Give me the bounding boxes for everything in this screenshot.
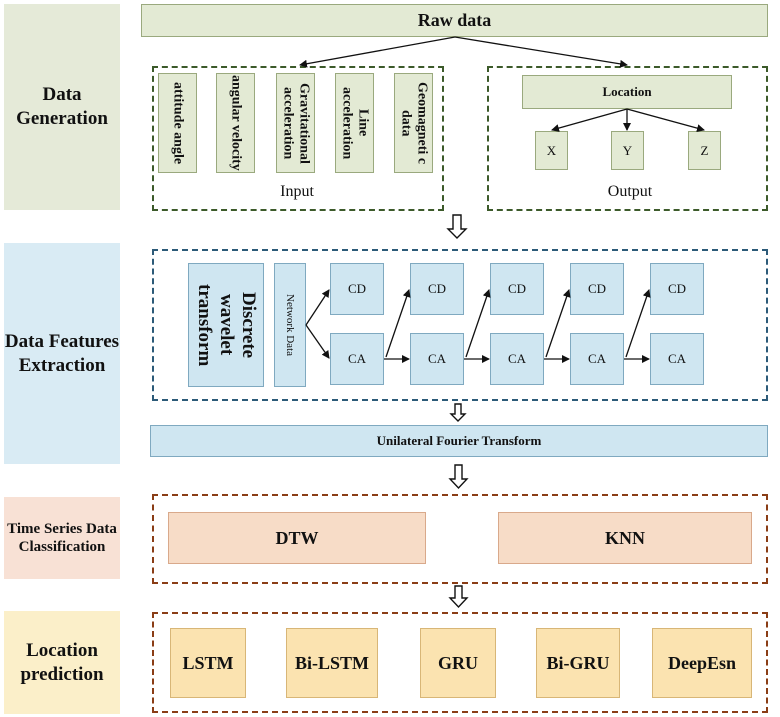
arrow-location-to-x <box>551 108 628 132</box>
bi-lstm-box: Bi-LSTM <box>286 628 378 698</box>
output-z-box: Z <box>688 131 721 170</box>
arrow-raw-to-input <box>299 36 456 68</box>
input-caption: Input <box>280 183 314 200</box>
arrow-ca3-to-cd4 <box>545 289 571 358</box>
fourier-label: Unilateral Fourier Transform <box>376 433 542 448</box>
output-x-box: X <box>535 131 568 170</box>
ca-label: CA <box>507 351 527 366</box>
model-label: Bi-LSTM <box>294 652 369 673</box>
knn-box: KNN <box>498 512 752 564</box>
down-arrow-3 <box>448 464 469 490</box>
input-item-label: Geomagneti c data <box>398 81 430 165</box>
input-item-label: Line acceleration <box>339 86 371 160</box>
output-axis-label: Y <box>622 142 633 158</box>
ca-label: CA <box>427 351 447 366</box>
network-data-label: Network Data <box>284 293 296 356</box>
dwt-box: Discrete wavelet transform <box>188 263 264 387</box>
down-arrow-2 <box>449 403 467 422</box>
ca-label: CA <box>587 351 607 366</box>
input-item-geomagnetic-data: Geomagneti c data <box>394 73 433 173</box>
classification-group <box>152 494 768 584</box>
network-data-box: Network Data <box>274 263 306 387</box>
stage-data-features-extraction: Data Features Extraction <box>4 243 120 464</box>
model-label: LSTM <box>182 652 234 673</box>
deepesn-box: DeepEsn <box>652 628 752 698</box>
stage-label: Location prediction <box>20 639 104 685</box>
feature-extraction-group <box>152 249 768 401</box>
fourier-transform-box: Unilateral Fourier Transform <box>150 425 768 457</box>
cd-box-4: CD <box>570 263 624 315</box>
input-item-label: Gravitational acceleration <box>280 82 312 164</box>
output-axis-label: X <box>546 142 557 158</box>
gru-box: GRU <box>420 628 496 698</box>
cd-box-5: CD <box>650 263 704 315</box>
lstm-box: LSTM <box>170 628 246 698</box>
output-y-box: Y <box>611 131 644 170</box>
ca-label: CA <box>667 351 687 366</box>
arrow-raw-to-output <box>454 36 628 68</box>
stage-label: Data Features Extraction <box>4 330 120 376</box>
raw-data-label: Raw data <box>417 10 492 30</box>
arrow-network-to-ca <box>305 324 330 359</box>
arrow-ca4-to-cd5 <box>625 289 651 358</box>
input-item-angular-velocity: angular velocity <box>216 73 255 173</box>
ca-box-4: CA <box>570 333 624 385</box>
ca-box-5: CA <box>650 333 704 385</box>
model-label: DeepEsn <box>667 652 736 673</box>
output-caption: Output <box>607 183 653 200</box>
stage-location-prediction: Location prediction <box>4 611 120 714</box>
cd-box-2: CD <box>410 263 464 315</box>
dtw-label: DTW <box>275 527 319 548</box>
output-axis-label: Z <box>700 142 709 158</box>
location-box: Location <box>522 75 732 109</box>
cd-label: CD <box>507 281 527 296</box>
prediction-group <box>152 612 768 713</box>
input-item-attitude-angle: attitude angle <box>158 73 197 173</box>
cd-label: CD <box>667 281 687 296</box>
location-label: Location <box>602 84 652 99</box>
arrow-ca1-to-cd2 <box>385 289 411 358</box>
cd-label: CD <box>587 281 607 296</box>
down-arrow-4 <box>448 585 469 609</box>
input-item-label: angular velocity <box>228 75 244 171</box>
stage-label: Data Generation <box>16 84 108 129</box>
ca-box-2: CA <box>410 333 464 385</box>
dwt-label: Discrete wavelet transform <box>194 283 259 367</box>
down-arrow-1 <box>446 214 468 239</box>
arrow-network-to-cd <box>305 289 330 326</box>
arrow-ca2-to-cd3 <box>465 289 491 358</box>
model-label: Bi-GRU <box>546 652 610 673</box>
dtw-box: DTW <box>168 512 426 564</box>
stage-time-series-classification: Time Series Data Classification <box>4 497 120 579</box>
cd-box-3: CD <box>490 263 544 315</box>
cd-box-1: CD <box>330 263 384 315</box>
ca-label: CA <box>347 351 367 366</box>
stage-label: Time Series Data Classification <box>7 521 117 555</box>
stage-data-generation: Data Generation <box>4 4 120 210</box>
ca-box-3: CA <box>490 333 544 385</box>
input-item-label: attitude angle <box>170 81 186 165</box>
raw-data-box: Raw data <box>141 4 768 37</box>
arrow-location-to-z <box>626 108 705 133</box>
cd-label: CD <box>427 281 447 296</box>
bi-gru-box: Bi-GRU <box>536 628 620 698</box>
knn-label: KNN <box>605 527 645 548</box>
model-label: GRU <box>438 652 478 673</box>
ca-box-1: CA <box>330 333 384 385</box>
input-item-gravitational-acceleration: Gravitational acceleration <box>276 73 315 173</box>
input-group <box>152 66 444 211</box>
input-item-line-acceleration: Line acceleration <box>335 73 374 173</box>
cd-label: CD <box>347 281 367 296</box>
